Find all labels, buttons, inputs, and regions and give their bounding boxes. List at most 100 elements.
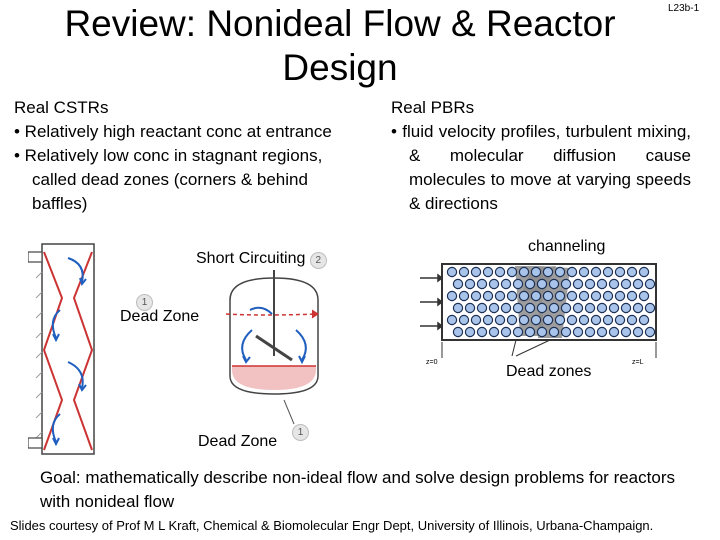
packing-particle	[464, 302, 476, 314]
goal-statement: Goal: mathematically describe non-ideal …	[40, 468, 675, 511]
packing-particle	[554, 266, 566, 278]
packing-particle	[446, 290, 458, 302]
tank-flow-arrows	[241, 306, 307, 365]
packing-particle	[566, 290, 578, 302]
dead-zones-label: Dead zones	[506, 363, 592, 380]
packing-particle	[464, 278, 476, 290]
packing-particle	[524, 278, 536, 290]
slide-number: L23b-1	[668, 3, 700, 14]
packing-particle	[614, 290, 626, 302]
packing-particle	[518, 266, 530, 278]
packing-particle	[620, 302, 632, 314]
packing-particle	[626, 314, 638, 326]
impeller-blade	[255, 334, 293, 362]
packing-particle	[536, 278, 548, 290]
slide-title: Review: Nonideal Flow & Reactor Design	[64, 3, 616, 88]
packing-particle	[458, 290, 470, 302]
cstr-heading: Real CSTRs	[14, 98, 109, 117]
packing-particle	[548, 278, 560, 290]
packing-particle	[596, 278, 608, 290]
packing-particle	[548, 302, 560, 314]
packing-particle	[500, 278, 512, 290]
packing-particle	[644, 302, 656, 314]
packing-particle	[632, 278, 644, 290]
packing-particle	[476, 278, 488, 290]
packing-particle	[452, 326, 464, 338]
outlet-pipe	[28, 437, 43, 449]
packing-particle	[596, 302, 608, 314]
short-circuiting-text: Short Circuiting	[196, 250, 306, 267]
packing-particle	[590, 314, 602, 326]
packing-particle	[554, 290, 566, 302]
packing-particle	[602, 266, 614, 278]
packing-particle	[608, 278, 620, 290]
packing-particle	[542, 314, 554, 326]
packing-particle	[590, 266, 602, 278]
packing-particle	[494, 314, 506, 326]
packing-particle	[476, 302, 488, 314]
packing-particle	[554, 314, 566, 326]
packing-particle	[626, 290, 638, 302]
packing-particle	[512, 326, 524, 338]
packing-particle	[536, 302, 548, 314]
packing-particle	[518, 314, 530, 326]
short-circuiting-badge: 2	[309, 252, 327, 269]
packing-particle	[638, 290, 650, 302]
inlet-pipe	[28, 251, 43, 263]
packing-particle	[482, 314, 494, 326]
packing-particle	[488, 302, 500, 314]
packing-particle	[572, 326, 584, 338]
packing-particle	[584, 278, 596, 290]
packing-particle	[512, 302, 524, 314]
packing-particle	[512, 278, 524, 290]
packing-particle	[584, 302, 596, 314]
packing-particle	[506, 314, 518, 326]
packing-particle	[536, 326, 548, 338]
packing-particle	[614, 266, 626, 278]
packing-particle	[470, 266, 482, 278]
packing-particle	[506, 266, 518, 278]
packing-particle	[500, 326, 512, 338]
inlet-arrows	[420, 273, 444, 331]
baffled-reactor-figure	[28, 243, 95, 455]
dead-zone-lower-badge: 1	[292, 424, 309, 441]
stirred-tank-figure	[225, 270, 319, 395]
tank-dead-zone	[232, 366, 316, 390]
packing-particle	[578, 290, 590, 302]
packing-particle	[524, 326, 536, 338]
packing-particle	[602, 314, 614, 326]
packing-particle	[560, 278, 572, 290]
packing-particle	[602, 290, 614, 302]
flow-arrows	[51, 257, 87, 447]
packing-particle	[530, 314, 542, 326]
dead-zone-upper-label: Dead Zone	[120, 308, 200, 325]
packing-particle	[620, 278, 632, 290]
dead-zone-lower-pointer	[283, 399, 295, 425]
packing-particle	[488, 278, 500, 290]
packing-particles	[446, 266, 656, 338]
packing-particle	[470, 290, 482, 302]
short-circuiting-label: Short Circuiting 2	[196, 250, 327, 269]
cstr-bullet-1: • Relatively high reactant conc at entra…	[14, 122, 332, 141]
packing-particle	[578, 266, 590, 278]
packing-particle	[494, 266, 506, 278]
packing-particle	[620, 326, 632, 338]
packing-particle	[548, 326, 560, 338]
dead-zone-lower-label: Dead Zone	[198, 433, 278, 450]
packing-particle	[542, 266, 554, 278]
dead-zone-upper-badge: 1	[136, 294, 153, 311]
reactor-column	[41, 243, 95, 455]
packing-particle	[560, 326, 572, 338]
packing-particle	[530, 266, 542, 278]
packing-particle	[566, 314, 578, 326]
baffle-right	[72, 251, 94, 451]
packing-particle	[560, 302, 572, 314]
packing-particle	[500, 302, 512, 314]
packing-particle	[632, 302, 644, 314]
packing-particle	[644, 278, 656, 290]
packing-particle	[518, 290, 530, 302]
packing-particle	[452, 302, 464, 314]
slide-credit: Slides courtesy of Prof M L Kraft, Chemi…	[10, 518, 654, 533]
packing-particle	[482, 290, 494, 302]
packing-particle	[596, 326, 608, 338]
